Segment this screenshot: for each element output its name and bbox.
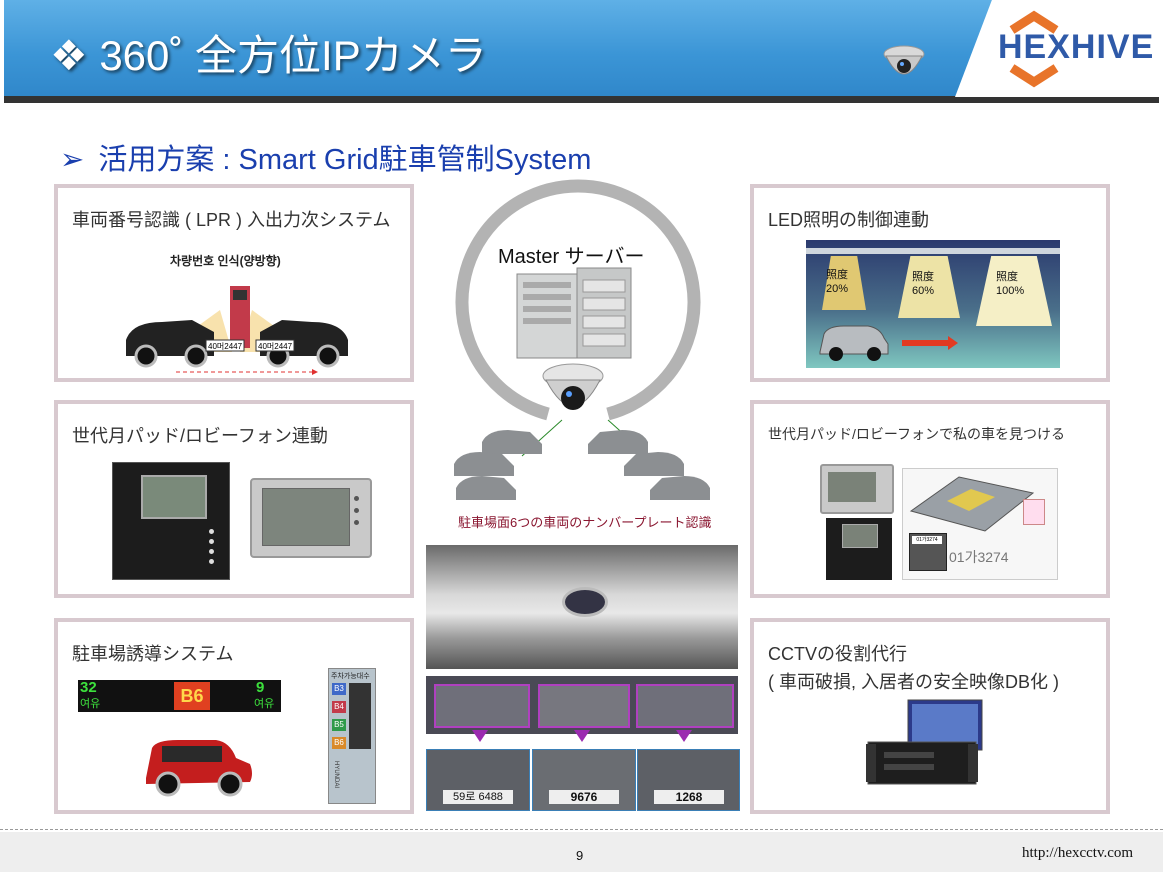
sign-left-count: 32 <box>80 679 97 696</box>
parking-floor-map <box>909 476 1035 532</box>
dome-camera-icon <box>542 363 604 410</box>
panel-lpr-title: 車両番号認識 ( LPR ) 入出力次システム <box>72 210 391 230</box>
crop-arrows <box>472 730 692 742</box>
tower-floor-b4: B4 <box>332 701 346 713</box>
dvr-recorder-icon <box>866 699 983 785</box>
server-ring <box>455 179 701 421</box>
panel-pad-title: 世代月パッド/ロビーフォン連動 <box>72 426 328 446</box>
panel-cctv-title: CCTVの役割代行 <box>768 644 907 664</box>
panel-find-car: 世代月パッド/ロビーフォンで私の車を見つける 01가3274 01가3274 <box>750 400 1110 598</box>
sign-right-word: 여유 <box>254 698 275 710</box>
wall-pad-screen <box>262 488 350 546</box>
server-rack-icon <box>516 267 632 359</box>
wall-pad-device <box>250 478 372 558</box>
logo-panel <box>955 0 1160 97</box>
guide-floor-tower: 주차가능대수 B3 B4 B5 B6 HYUNDAI <box>328 668 376 804</box>
tower-floor-b6: B6 <box>332 737 346 749</box>
plate-crop-2-text: 9676 <box>549 790 619 804</box>
parking-map-view: 01가3274 01가3274 <box>902 468 1058 580</box>
plate-crop-3: 1268 <box>637 749 740 811</box>
panel-lpr: 車両番号認識 ( LPR ) 入出力次システム 차량번호 인식(양방향) 40머… <box>54 184 414 382</box>
lpr-korean-heading: 차량번호 인식(양방향) <box>170 254 281 268</box>
fisheye-camera-view <box>426 545 738 669</box>
panel-pad: 世代月パッド/ロビーフォン連動 <box>54 400 414 598</box>
led-direction-arrow <box>902 340 950 346</box>
panel-cctv-subtitle: ( 車両破損, 入居者の安全映像DB化 ) <box>768 672 1059 692</box>
lpr-plate-left: 40머2447 <box>208 342 243 351</box>
suv-car-icon <box>819 325 889 361</box>
found-plate-number: 01가3274 <box>949 549 1009 565</box>
sign-right-count: 9 <box>256 679 265 696</box>
lpr-illustration: 40머2447 40머2447 <box>126 286 348 375</box>
sign-left-word: 여유 <box>80 698 101 710</box>
section-subtitle: ➢ 活用方案 : Smart Grid駐車管制System <box>60 136 591 178</box>
plate-crop-2: 9676 <box>532 749 636 811</box>
panel-cctv: CCTVの役割代行 ( 車両破損, 入居者の安全映像DB化 ) <box>750 618 1110 814</box>
lobby-phone-device <box>112 462 230 580</box>
tower-brand: HYUNDAI <box>333 761 339 789</box>
lpr-plate-right: 40머2447 <box>258 342 293 351</box>
plate-crop-3-text: 1268 <box>654 790 724 804</box>
tower-floor-b3: B3 <box>332 683 346 695</box>
panel-led-title: LED照明の制御連動 <box>768 210 930 230</box>
car-snapshot: 01가3274 <box>909 533 947 571</box>
panel-guide-title: 駐車場誘導システム <box>72 644 234 664</box>
arrow-bullet-icon: ➢ <box>60 144 85 176</box>
panorama-strip <box>426 676 738 734</box>
plate-crop-1-text: 59로 6488 <box>443 790 513 804</box>
plate-crop-1: 59로 6488 <box>426 749 530 811</box>
tower-floor-b5: B5 <box>332 719 346 731</box>
plate-recognition-caption: 駐車場面6つの車両のナンバープレート認識 <box>458 515 712 530</box>
dome-camera-icon <box>880 40 928 93</box>
master-server-label: Master サーバー <box>498 246 645 268</box>
lobby-phone-screen <box>141 475 207 519</box>
guide-led-sign: 32 여유 B6 9 여유 <box>78 680 281 712</box>
footer-divider <box>0 829 1163 830</box>
tower-header: 주차가능대수 <box>331 673 370 680</box>
logo-text: HEXHIVE <box>998 28 1155 66</box>
panel-guide: 駐車場誘導システム 32 여유 B6 9 여유 주차가능대수 B3 B4 B5 … <box>54 618 414 814</box>
subtitle-text: 活用方案 : Smart Grid駐車管制System <box>98 144 592 176</box>
find-lobby-phone <box>826 518 892 580</box>
red-car-icon <box>146 740 252 797</box>
sign-center-floor: B6 <box>174 682 210 710</box>
panel-find-car-title: 世代月パッド/ロビーフォンで私の車を見つける <box>768 426 1066 442</box>
footer-url[interactable]: http://hexcctv.com <box>1022 845 1134 861</box>
page-number: 9 <box>576 848 584 863</box>
parked-cars-illustration <box>454 419 710 500</box>
footer-bar <box>0 832 1163 872</box>
fisheye-lens-center <box>562 587 608 617</box>
hexhive-logo-icon <box>1009 10 1059 88</box>
header-shadow <box>4 96 1159 103</box>
find-wall-pad <box>820 464 894 514</box>
person-avatar-icon <box>1023 499 1045 525</box>
slide-title: ❖ 360˚ 全方位IPカメラ <box>50 32 487 79</box>
